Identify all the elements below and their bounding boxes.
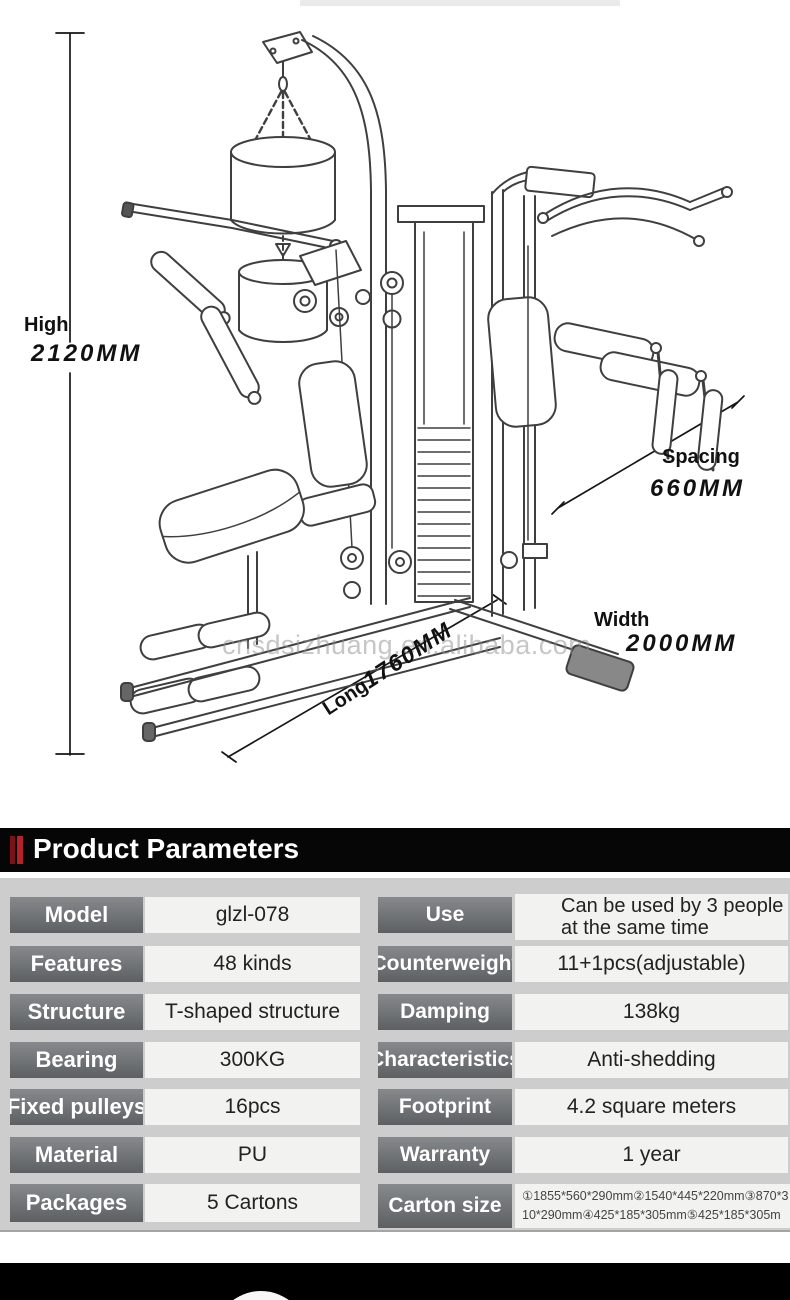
param-label-damping: Damping (378, 994, 512, 1030)
param-label-fixed-pulleys: Fixed pulleys (10, 1089, 143, 1125)
right-station (487, 165, 733, 617)
base-rails (120, 597, 635, 742)
param-label-structure: Structure (10, 994, 143, 1030)
machine-drawing (55, 31, 745, 763)
dimension-lines (55, 32, 745, 763)
center-pads (297, 360, 377, 527)
bottom-divider-bar (0, 1263, 790, 1300)
param-value-damping: 138kg (515, 994, 788, 1030)
param-label-model: Model (10, 897, 143, 933)
param-label-material: Material (10, 1137, 143, 1173)
section-header-bar (0, 828, 790, 872)
header-accent-bar-dark (10, 836, 15, 864)
param-value-characteristics: Anti-shedding (515, 1042, 788, 1078)
param-label-packages: Packages (10, 1184, 143, 1222)
param-label-carton-size: Carton size (378, 1184, 512, 1228)
top-cropped-strip (300, 0, 620, 6)
param-value-structure: T-shaped structure (145, 994, 360, 1030)
header-accent-bar (17, 836, 23, 864)
param-value-footprint: 4.2 square meters (515, 1089, 788, 1125)
main-frame (262, 31, 485, 605)
param-value-model: glzl-078 (145, 897, 360, 933)
weight-stack (340, 221, 474, 603)
punching-bag (230, 61, 336, 343)
width-dim-value: 2000MM (626, 630, 738, 657)
param-value-carton-size: ①1855*560*290mm②1540*445*220mm③870*310*2… (515, 1184, 790, 1228)
bottom-oval-decoration (214, 1291, 308, 1300)
param-value-use: Can be used by 3 people at the same time (515, 894, 788, 940)
param-value-warranty: 1 year (515, 1137, 788, 1173)
param-label-features: Features (10, 946, 143, 982)
spacing-dim-label: Spacing (662, 446, 740, 468)
param-label-counterweight: Counterweight (378, 946, 512, 982)
watermark-text: cnsdsizhuang.en.alibaba.com (222, 630, 592, 660)
param-label-warranty: Warranty (378, 1137, 512, 1173)
section-title: Product Parameters (33, 833, 300, 864)
height-dim-value: 2120MM (31, 340, 143, 367)
height-dim-label: High (24, 314, 69, 336)
width-dim-label: Width (594, 609, 650, 631)
param-value-packages: 5 Cartons (145, 1184, 360, 1222)
param-value-counterweight: 11+1pcs(adjustable) (515, 946, 788, 982)
left-station (129, 468, 305, 715)
param-label-characteristics: Characteristics (378, 1042, 512, 1078)
param-value-features: 48 kinds (145, 946, 360, 982)
spacing-dim-value: 660MM (650, 475, 746, 502)
param-label-footprint: Footprint (378, 1089, 512, 1125)
param-value-bearing: 300KG (145, 1042, 360, 1078)
lat-bar (121, 201, 343, 405)
param-label-bearing: Bearing (10, 1042, 143, 1078)
param-label-use: Use (378, 897, 512, 933)
pulley-cluster (293, 240, 404, 549)
param-value-fixed-pulleys: 16pcs (145, 1089, 360, 1125)
param-value-material: PU (145, 1137, 360, 1173)
